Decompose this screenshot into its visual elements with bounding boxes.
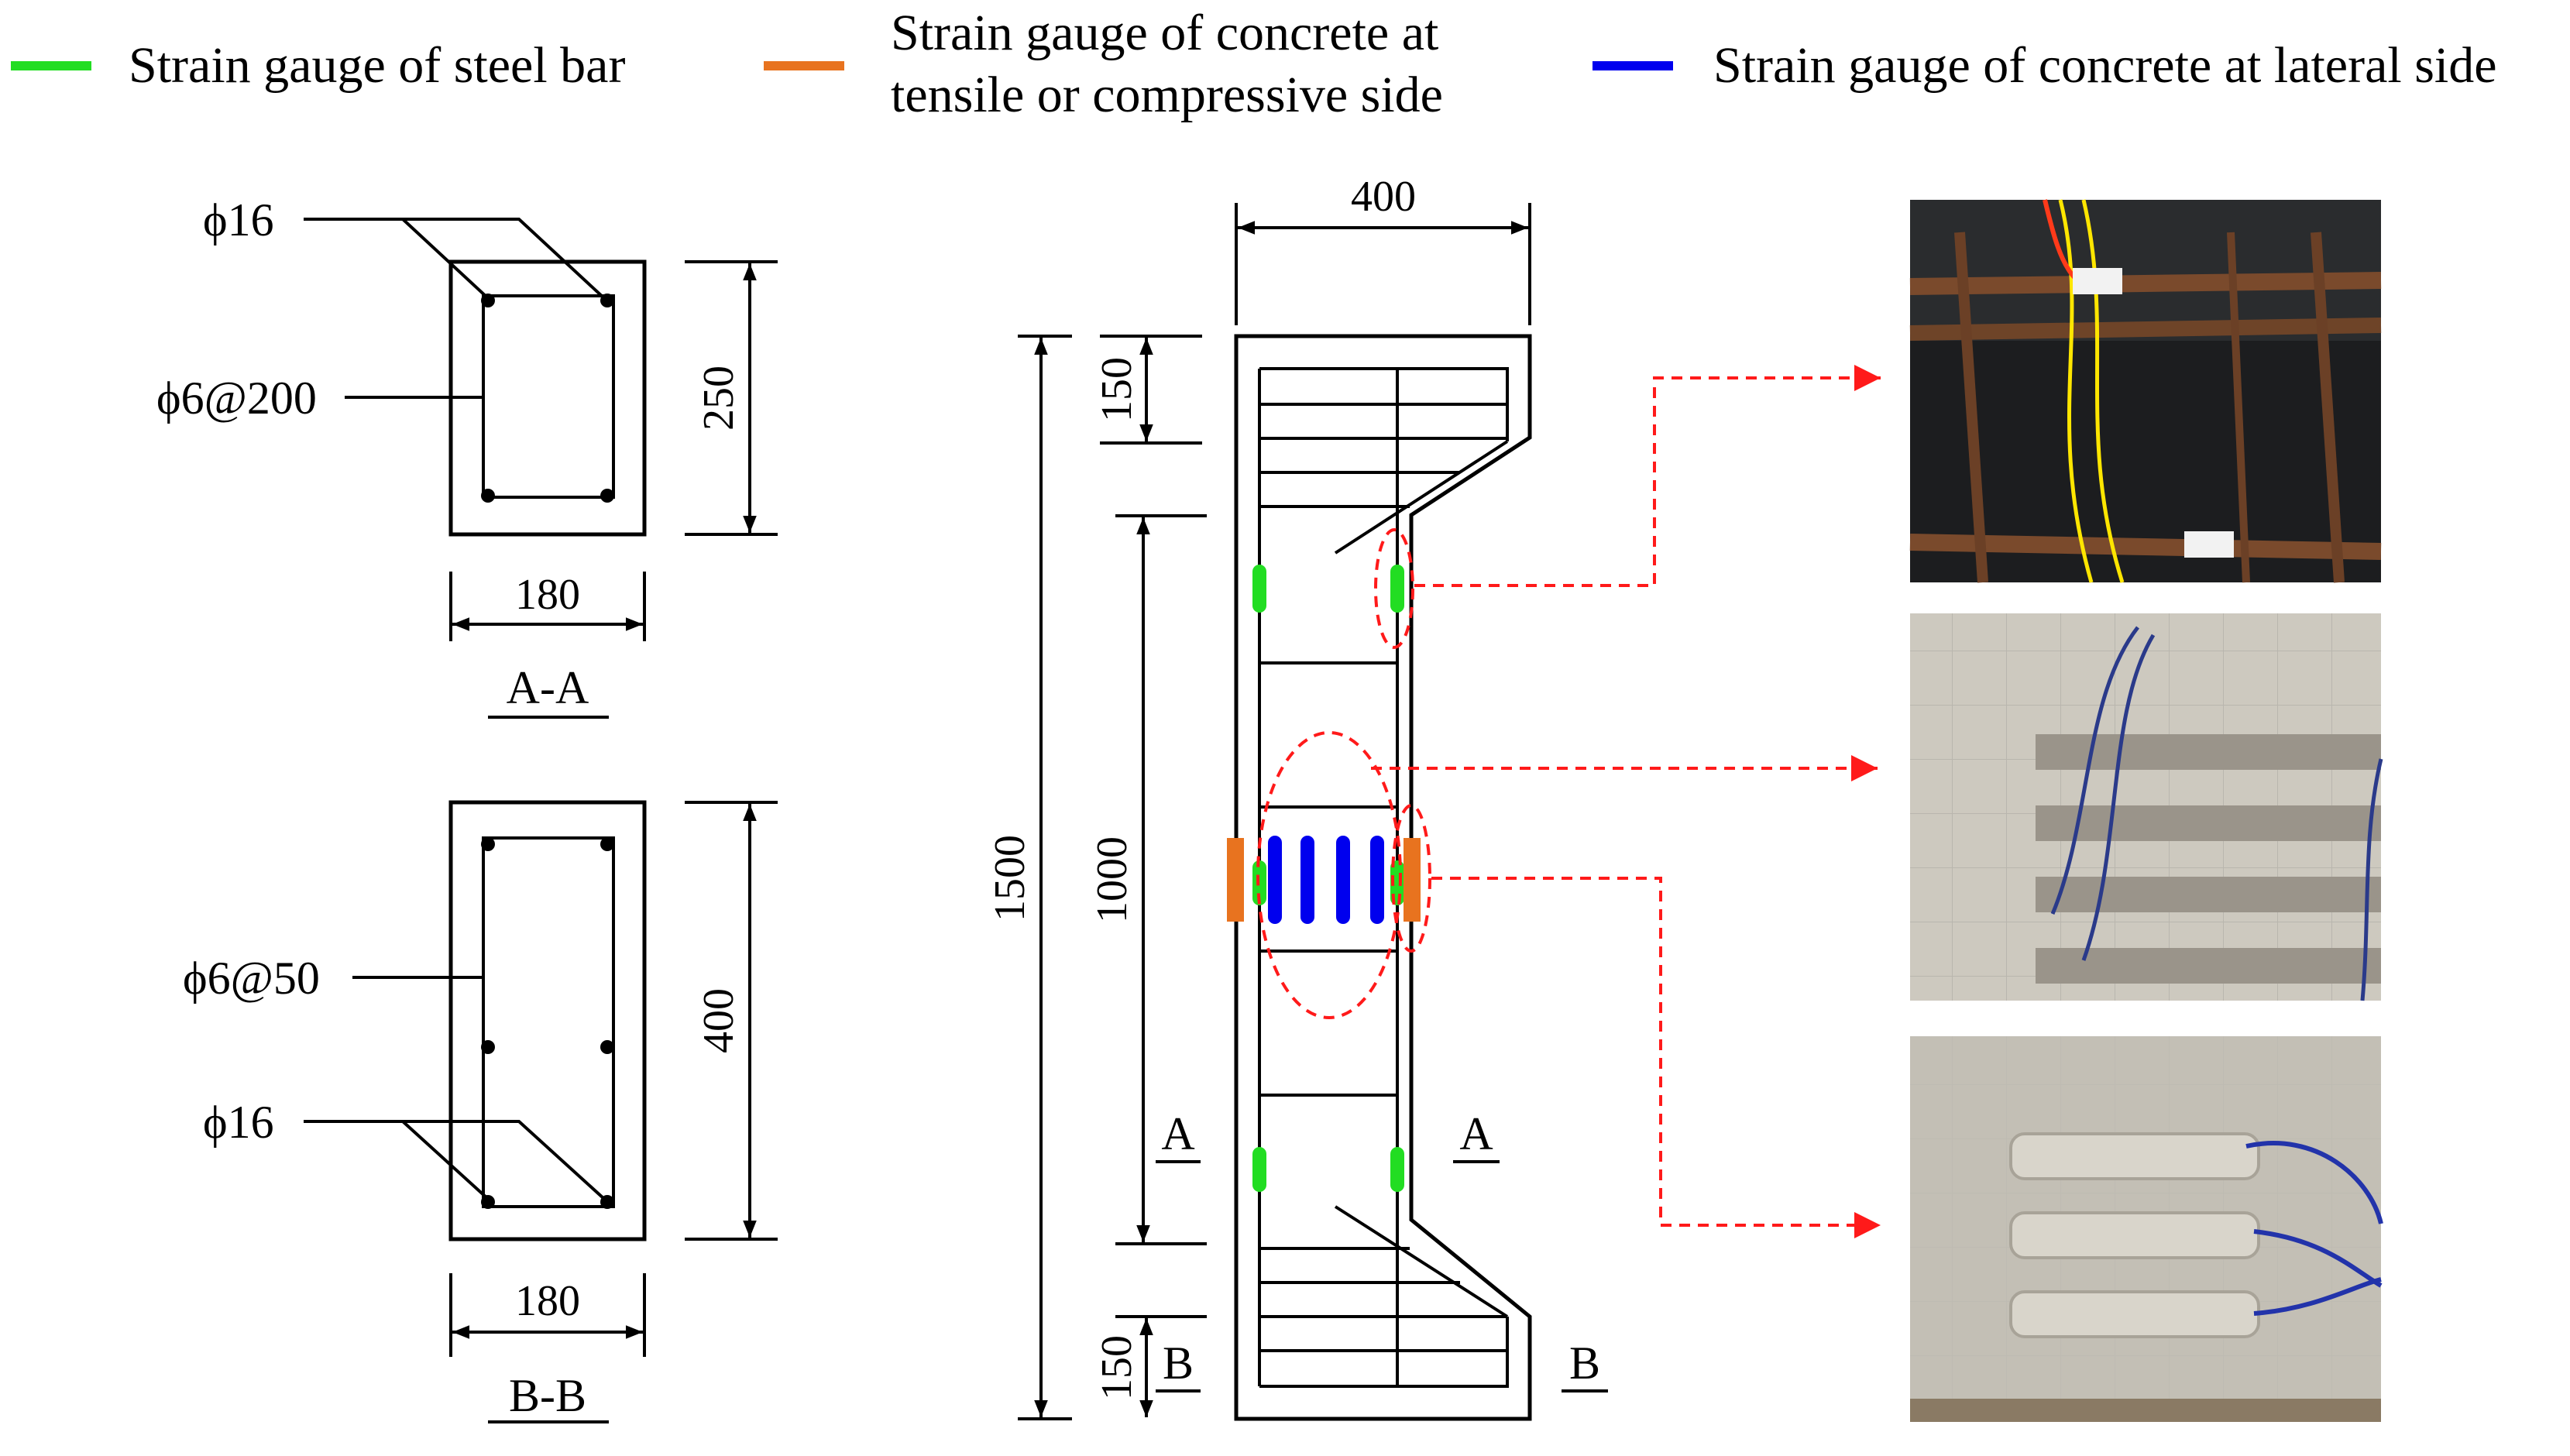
middle-stirrups (1259, 661, 1397, 1097)
bent-bar-top (1334, 440, 1509, 555)
rebar (2227, 232, 2250, 583)
photo-bottom-edge (1910, 1399, 2381, 1422)
section-bb-height-dim: 400 (695, 988, 743, 1053)
leader-top-bar (304, 218, 606, 300)
lead-wire (2360, 758, 2383, 1001)
section-bb-title: B-B (509, 1370, 586, 1421)
gauge-strip (2009, 1211, 2260, 1259)
cut-b-left-label: B (1163, 1338, 1194, 1389)
callout-arrows (1371, 365, 1881, 1238)
section-bb-outline (448, 800, 647, 1241)
section-bb-stirrup (482, 836, 615, 1208)
lead-wire (2245, 1141, 2383, 1224)
rebar-dot (600, 1040, 614, 1054)
tensile-side-gauges-photo (1910, 1036, 2383, 1422)
section-aa-stirrup (482, 294, 615, 499)
rebar-dot (481, 1195, 495, 1209)
lead-wire (2253, 1229, 2383, 1288)
cut-a-left-label: A (1161, 1108, 1194, 1159)
concrete-tensile-gauge (1404, 838, 1421, 922)
section-aa-bar-label: ϕ16 (203, 194, 274, 246)
callout-arrow-tensile (1431, 877, 1881, 1238)
section-bb: ϕ6@50 ϕ16 400 180 B-B (183, 800, 778, 1423)
bent-bar-bottom (1334, 1205, 1509, 1318)
section-aa-title: A-A (507, 662, 589, 713)
elevation-end-top-dim: 150 (1093, 357, 1141, 422)
elevation-total-height-dim: 1500 (986, 835, 1034, 922)
legend-concrete-ts-label-line2: tensile or compressive side (891, 67, 1443, 123)
legend: Strain gauge of steel bar Strain gauge o… (11, 5, 2497, 123)
gauge-strip (2036, 805, 2381, 841)
lead-wire (2081, 634, 2156, 961)
section-aa-height-dim: 250 (695, 366, 743, 431)
stirrup-bottom-outer (1259, 1317, 1509, 1388)
lead-wire (2043, 199, 2078, 281)
bottom-end-stirrups (1259, 1247, 1507, 1352)
gauge-strip (2009, 1132, 2260, 1180)
lead-wire (2253, 1277, 2382, 1316)
section-bb-stirrup-label: ϕ6@50 (183, 953, 320, 1004)
lead-wire (2058, 199, 2094, 583)
cut-a-right-label: A (1459, 1108, 1493, 1159)
section-bb-width-dim: 180 (515, 1277, 580, 1325)
elevation-middle-dim: 1000 (1088, 836, 1136, 923)
leader-top-bar-branch (401, 218, 490, 300)
rebar (1909, 272, 2382, 295)
concrete-compressive-gauge (1227, 838, 1244, 922)
rebar-dot (600, 837, 614, 851)
legend-concrete-lateral-label: Strain gauge of concrete at lateral side (1713, 37, 2497, 94)
leader-bottom-bar-branch (401, 1120, 490, 1200)
gauge-tape (2073, 268, 2122, 294)
steel-bar-gauges-photo (1909, 199, 2382, 583)
lead-wire (2081, 199, 2125, 583)
gauge-tape (2184, 531, 2234, 558)
legend-steel-label: Strain gauge of steel bar (129, 37, 625, 94)
rebar (1909, 534, 2382, 560)
elevation-width-dim: 400 (1351, 173, 1416, 221)
rebar-dot (600, 489, 614, 503)
gauge-strip (2036, 948, 2381, 984)
cut-b-right-label: B (1569, 1338, 1600, 1389)
callout-ellipse-steel (1374, 528, 1414, 649)
lateral-side-gauges-photo (1910, 613, 2383, 1001)
gauge-strip (2009, 1290, 2260, 1338)
rebar-dot (481, 489, 495, 503)
section-aa-width-dim: 180 (515, 571, 580, 619)
section-aa: ϕ16 ϕ6@200 250 180 A-A (156, 194, 778, 719)
callout-ellipse-lateral (1256, 731, 1402, 1019)
rebar-dot (481, 1040, 495, 1054)
callout-arrow-steel (1414, 365, 1881, 587)
specimen-elevation: 400 1500 150 1000 150 A A B B (986, 173, 1608, 1421)
legend-concrete-ts-label-line1: Strain gauge of concrete at (891, 5, 1438, 61)
section-aa-stirrup-label: ϕ6@200 (156, 373, 317, 424)
rebar (1909, 318, 2382, 341)
top-end-stirrups (1259, 403, 1507, 508)
leader-bottom-bar (304, 1120, 606, 1200)
gauge-strip (2036, 877, 2381, 912)
rebar (2311, 232, 2345, 583)
stirrup-top-outer (1259, 367, 1509, 441)
lead-wire (2050, 626, 2139, 915)
specimen-outline (1234, 334, 1532, 1421)
rebar-dot (481, 837, 495, 851)
callout-ellipse-tensile (1391, 804, 1431, 953)
section-bb-bar-label: ϕ16 (203, 1097, 274, 1148)
rebar (1954, 232, 1988, 583)
elevation-end-bottom-dim: 150 (1093, 1335, 1141, 1400)
